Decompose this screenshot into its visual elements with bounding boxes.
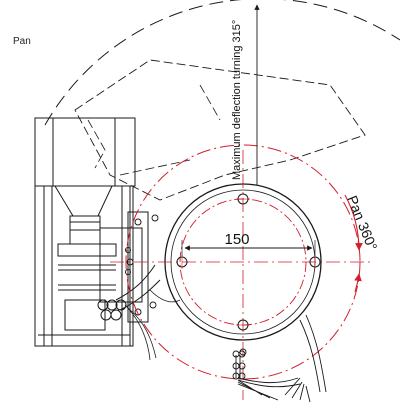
motor-housing (34, 117, 136, 347)
bolt-spacing-label: 150 (224, 231, 249, 248)
turned-housing-ghost (74, 59, 366, 201)
pan-rotation-arrow-lower (354, 273, 362, 293)
connector-wires (124, 289, 181, 361)
cable-harness (232, 314, 327, 403)
cable-gland-cluster (97, 264, 161, 321)
max-deflection-label: Maximum deflection turning 315° (231, 20, 243, 180)
view-label: Pan (13, 36, 31, 47)
turned-housing-ghost-inner (87, 84, 221, 176)
bolt-hole-crosshairs (181, 198, 316, 326)
max-deflection-arc (44, 0, 400, 126)
pan-rotation-arrow-upper (344, 194, 363, 251)
outer-ring-holes (126, 214, 247, 356)
pan-range-label: Pan 360° (344, 193, 380, 253)
